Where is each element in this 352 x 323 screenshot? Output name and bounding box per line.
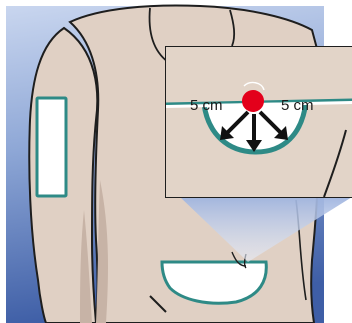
injection-site-marker [242,90,264,112]
left-distance-label: 5 cm [190,97,223,114]
arm-injection-zone [37,98,66,196]
zoom-callout: 5 cm 5 cm [166,47,352,197]
right-distance-label: 5 cm [281,97,314,114]
